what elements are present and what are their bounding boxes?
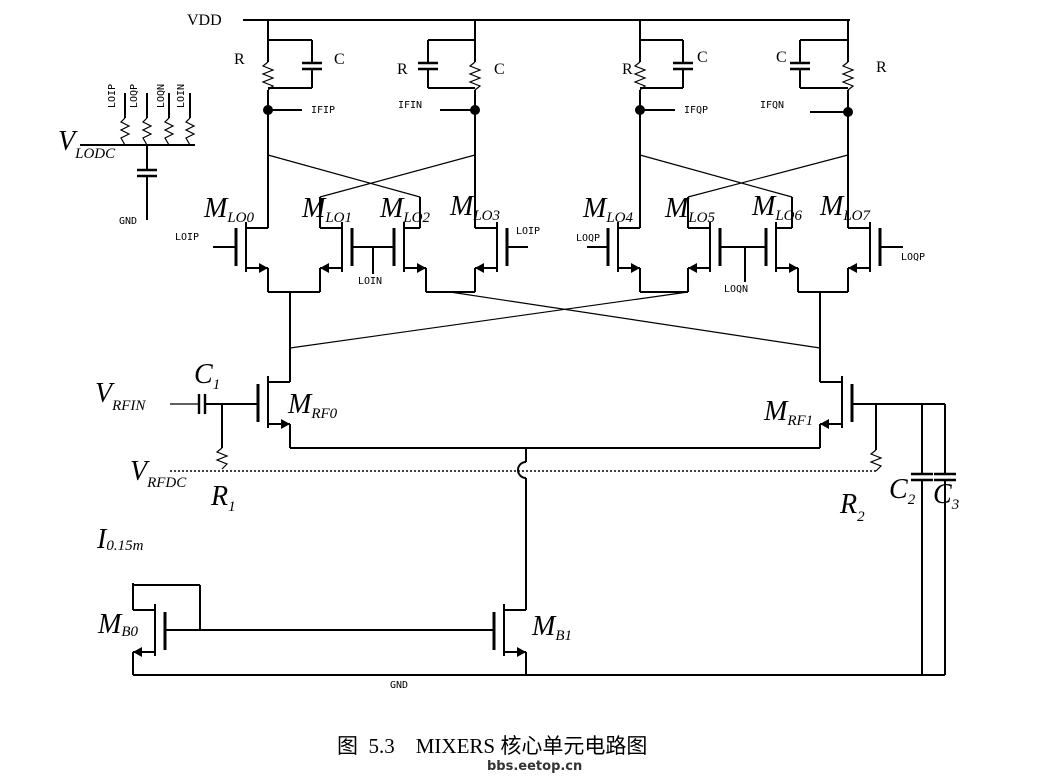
transistor-mlo0 xyxy=(213,155,269,292)
mrf1-label: MRF1 xyxy=(763,396,813,429)
vlodc-label: VLODC xyxy=(58,126,116,162)
mlo1-label: MLO1 xyxy=(301,193,352,226)
c1-label: C1 xyxy=(194,359,220,393)
lo-quad-b: LOQP LOQN LOQP xyxy=(576,155,925,350)
transistor-mlo4 xyxy=(587,155,641,292)
vdd-rail: VDD xyxy=(187,12,850,29)
loqp-label: LOQP xyxy=(576,233,600,244)
rf1-gate-network: R2 C2 C3 xyxy=(839,403,959,675)
watermark: bbs.eetop.cn xyxy=(487,759,582,774)
rf-input-network: VRFIN C1 R1 xyxy=(95,359,258,515)
mlo7-label: MLO7 xyxy=(819,191,872,224)
mrf0-label: MRF0 xyxy=(287,389,338,422)
r1-label: R1 xyxy=(210,481,236,515)
lo-quad-a: LOIP LOIN LOIP xyxy=(175,155,540,350)
mb0-label: MB0 xyxy=(97,609,139,640)
vrfin-label: VRFIN xyxy=(95,378,146,414)
load-ifip: R C IFIP xyxy=(234,20,345,155)
lo-transistor-labels: MLO0 MLO1 MLO2 MLO3 MLO4 MLO5 MLO6 MLO7 xyxy=(203,191,872,226)
ifin-label: IFIN xyxy=(398,100,422,111)
vrfdc-label: VRFDC xyxy=(130,456,187,491)
transistor-mrf0: MRF0 xyxy=(256,376,338,448)
iref-label: I0.15m xyxy=(96,524,144,555)
load-ifqp: R C IFQP xyxy=(622,20,708,155)
r-label: R xyxy=(234,51,245,68)
gnd-rail: GND xyxy=(133,674,945,691)
lodc-input-loqp: LOQP xyxy=(129,84,140,108)
vdd-label: VDD xyxy=(187,12,222,29)
c-label: C xyxy=(776,49,787,66)
c3-label: C3 xyxy=(933,479,959,513)
loqp-label: LOQP xyxy=(901,252,925,263)
mlo5-label: MLO5 xyxy=(664,193,716,226)
current-mirror: I0.15m MB0 MB1 xyxy=(96,448,572,675)
rf-cross-wires xyxy=(289,291,821,382)
lodc-input-loip: LOIP xyxy=(107,84,118,108)
transistor-mlo7 xyxy=(847,155,903,292)
lodc-bias-network: LOIP LOQP LOQN LOIN GND VLODC xyxy=(58,84,196,227)
loin-label: LOIN xyxy=(358,276,382,287)
ifqn-label: IFQN xyxy=(760,100,784,111)
mlo0-label: MLO0 xyxy=(203,193,255,226)
transistor-mrf1: MRF1 xyxy=(763,376,854,448)
loip-label: LOIP xyxy=(516,226,540,237)
c-label: C xyxy=(697,49,708,66)
transistor-mlo3 xyxy=(474,155,528,292)
vrfdc-bias-line: VRFDC xyxy=(130,456,878,491)
lodc-input-loqn: LOQN xyxy=(156,84,167,108)
mlo6-label: MLO6 xyxy=(751,191,803,224)
lodc-input-loin: LOIN xyxy=(176,84,187,108)
mb1-label: MB1 xyxy=(531,611,572,644)
r2-label: R2 xyxy=(839,489,865,525)
c-label: C xyxy=(494,61,505,78)
r-label: R xyxy=(622,61,633,78)
ifip-label: IFIP xyxy=(311,105,335,116)
c-label: C xyxy=(334,51,345,68)
gnd-label: GND xyxy=(390,680,408,691)
r-label: R xyxy=(397,61,408,78)
loip-label: LOIP xyxy=(175,232,199,243)
loqn-label: LOQN xyxy=(724,284,748,295)
figure-caption: 图 5.3 MIXERS 核心单元电路图 xyxy=(337,734,647,758)
load-ifqn: C R IFQN xyxy=(760,20,887,155)
r-label: R xyxy=(876,59,887,76)
mlo4-label: MLO4 xyxy=(582,193,634,226)
load-ifin: R C IFIN xyxy=(397,20,505,155)
mlo2-label: MLO2 xyxy=(379,193,431,226)
lo-cross-wires xyxy=(267,154,849,198)
lodc-gnd-label: GND xyxy=(119,216,137,227)
ifqp-label: IFQP xyxy=(684,105,708,116)
mlo3-label: MLO3 xyxy=(449,191,500,224)
c2-label: C2 xyxy=(889,474,916,508)
